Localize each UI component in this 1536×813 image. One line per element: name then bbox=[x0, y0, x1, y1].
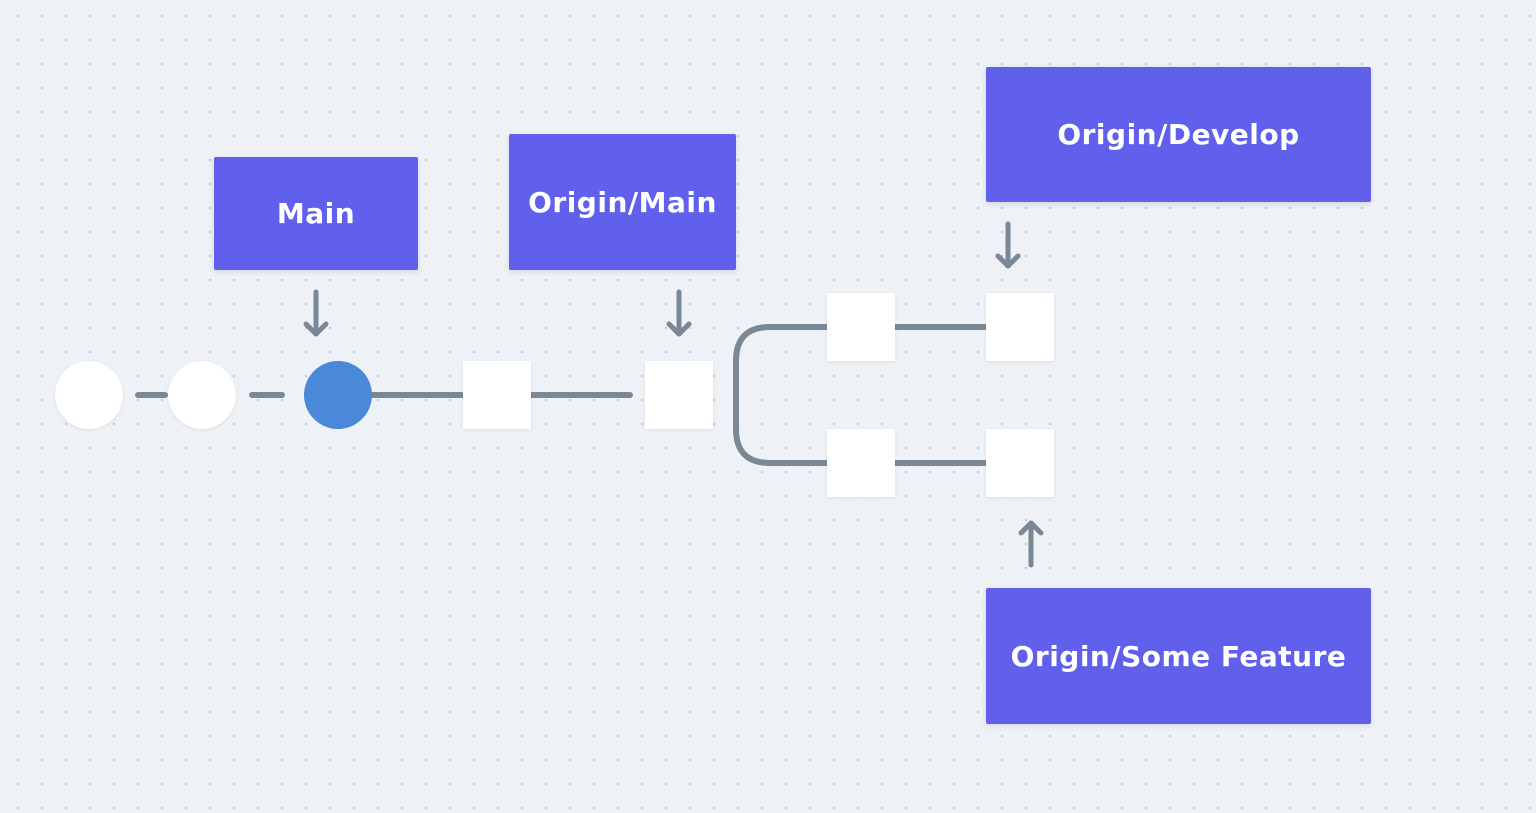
develop-commit-node-1[interactable] bbox=[827, 293, 895, 361]
arrow-main-down bbox=[303, 289, 329, 337]
branch-label-origin-some-feature[interactable]: Origin/Some Feature bbox=[986, 588, 1371, 724]
commit-node-4[interactable] bbox=[463, 361, 531, 429]
branch-label-main[interactable]: Main bbox=[214, 157, 418, 270]
commit-node-2[interactable] bbox=[168, 361, 236, 429]
arrow-origin-feature-up bbox=[1018, 520, 1044, 568]
arrow-origin-main-down bbox=[666, 289, 692, 337]
commit-node-1[interactable] bbox=[55, 361, 123, 429]
commit-node-current[interactable] bbox=[304, 361, 372, 429]
feature-commit-node-2[interactable] bbox=[986, 429, 1054, 497]
branch-label-origin-develop[interactable]: Origin/Develop bbox=[986, 67, 1371, 202]
branch-split-connector bbox=[733, 324, 830, 466]
branch-label-origin-main[interactable]: Origin/Main bbox=[509, 134, 736, 270]
arrow-origin-develop-down bbox=[995, 221, 1021, 269]
develop-commit-node-2[interactable] bbox=[986, 293, 1054, 361]
feature-commit-node-1[interactable] bbox=[827, 429, 895, 497]
commit-node-5[interactable] bbox=[645, 361, 713, 429]
